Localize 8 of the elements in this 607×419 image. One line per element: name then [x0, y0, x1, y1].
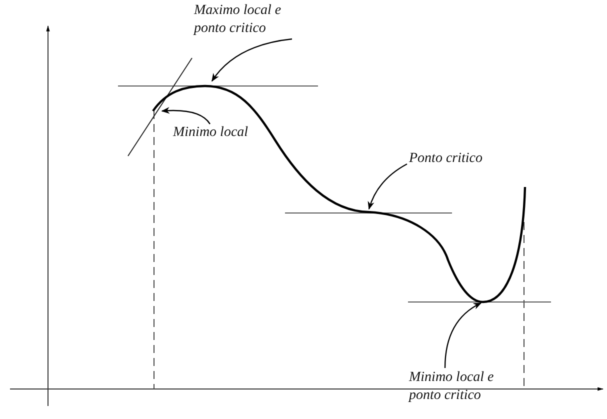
annotation-text: Minimo local	[173, 124, 263, 142]
leader-arrow	[444, 302, 482, 368]
leader-arrow	[212, 38, 292, 82]
leader-arrow	[368, 163, 408, 210]
annotation-text: Maximo local e ponto critico	[194, 2, 316, 38]
annotation-text: Ponto critico	[409, 150, 509, 168]
leader-arrow	[161, 107, 210, 124]
annotation-text: Minimo local e ponto critico	[409, 369, 517, 405]
